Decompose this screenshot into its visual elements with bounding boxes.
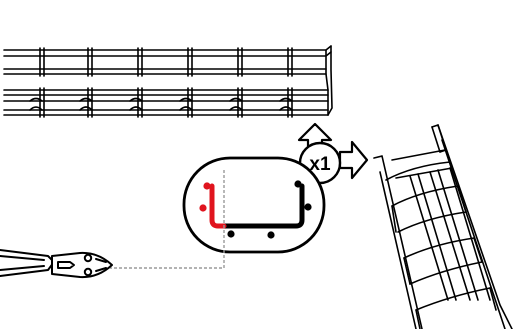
weld-dot [199, 204, 206, 211]
tray-cross-wires [40, 48, 292, 117]
weld-dot [267, 231, 274, 238]
weld-dot [294, 180, 301, 187]
cable-tray-top [4, 46, 332, 117]
weld-dot [203, 182, 210, 189]
cable-tray-diagonal [374, 125, 512, 329]
bolt-cutter-icon [0, 250, 112, 277]
cut-diagram [184, 158, 324, 252]
weld-dot [304, 203, 311, 210]
arrow-right-icon [340, 142, 367, 178]
weld-dot [227, 230, 234, 237]
